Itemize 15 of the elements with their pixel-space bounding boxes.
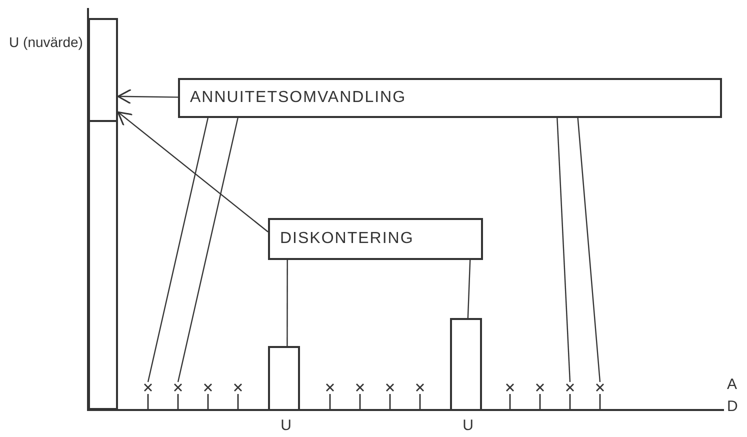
arrow <box>117 111 268 232</box>
process-box: ANNUITETSOMVANDLING <box>178 78 722 118</box>
connector-line <box>577 118 601 382</box>
connector-line <box>147 118 208 382</box>
arrow <box>117 88 178 104</box>
connector-line <box>556 118 571 382</box>
bar-label: U <box>280 417 292 434</box>
connector-line <box>286 260 288 346</box>
axis-label: A <box>727 376 738 393</box>
connector-line <box>177 118 238 382</box>
axis-label: D <box>727 398 738 415</box>
connector-line <box>467 260 471 318</box>
process-box: DISKONTERING <box>268 218 483 260</box>
bar-label: U <box>462 417 474 434</box>
bar-label: U (nuvärde) <box>8 34 84 51</box>
